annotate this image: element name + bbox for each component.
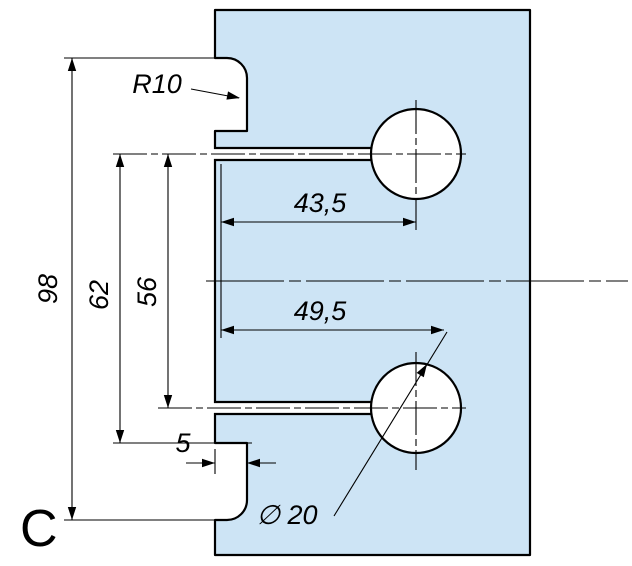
view-label: C [20,500,58,558]
extension-lines [64,57,252,521]
arrowhead [221,325,234,335]
arrowhead [115,430,125,443]
arrowhead [163,154,173,167]
centerlines [113,100,628,470]
arrowhead [115,154,125,167]
dim-text-62: 62 [84,280,114,310]
dimension-lines [71,58,448,520]
dim-text-5: 5 [175,428,191,458]
arrowhead [202,458,215,468]
part-outline [213,8,532,557]
arrowhead [221,217,234,227]
arrowhead [247,458,260,468]
arrowheads [67,58,444,520]
dim-text-49-5: 49,5 [294,296,348,326]
arrowhead [403,217,416,227]
dim-text-43-5: 43,5 [294,188,348,218]
arrowhead [67,58,77,71]
dim-text-98: 98 [33,274,63,304]
arrowhead [431,325,444,335]
leader-hole-diameter [333,331,448,517]
dim-text-56: 56 [132,276,162,307]
dim-text-hole-diameter: ∅ 20 [256,500,317,530]
arrowhead [226,91,240,100]
arrowhead [163,395,173,408]
arrowhead [67,507,77,520]
arrowhead [416,364,427,378]
dim-text-r10: R10 [132,69,182,99]
